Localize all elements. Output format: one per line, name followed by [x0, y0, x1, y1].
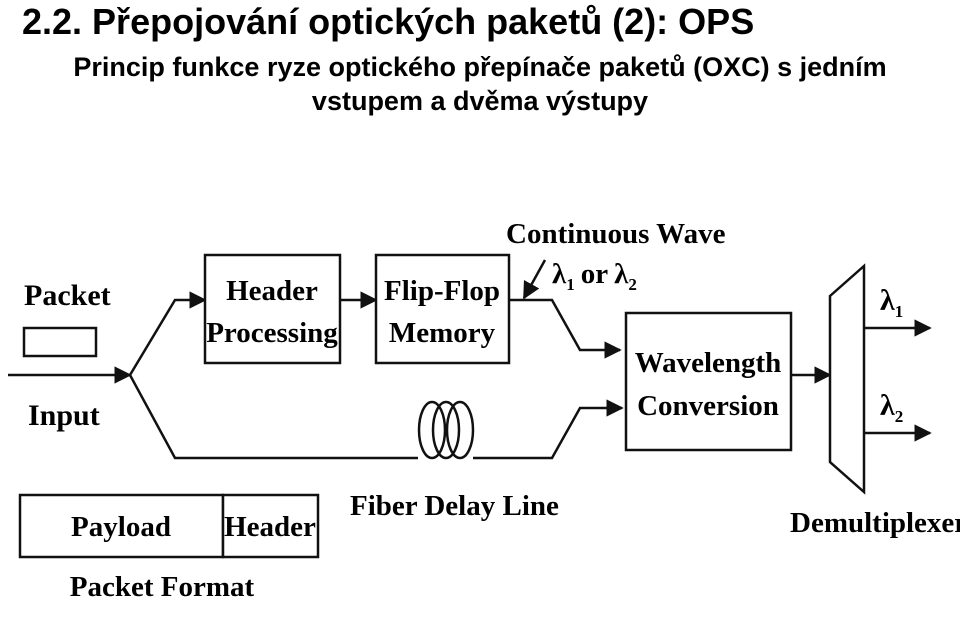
- subtitle-line-2: vstupem a dvěma výstupy: [311, 86, 649, 116]
- output-lambda2-subscript: 2: [895, 407, 904, 426]
- or-text: or: [581, 258, 609, 290]
- lambda1-subscript: 1: [566, 275, 575, 294]
- slide-title: 2.2. Přepojování optických paketů (2): O…: [22, 1, 755, 42]
- header-path-line: [128, 291, 207, 376]
- demultiplexer-label: Demultiplexer: [790, 507, 960, 539]
- slide-subtitle: Princip funkce ryze optického přepínače …: [0, 50, 960, 118]
- continuous-wave-pointer: [522, 259, 547, 300]
- flip-flop-label-1: Flip-Flop: [384, 275, 500, 307]
- packet-format-header-label: Header: [224, 511, 316, 543]
- packet-format-header-box: [221, 493, 320, 559]
- lambda2-subscript: 2: [628, 275, 637, 294]
- flip-flop-label-2: Memory: [389, 317, 496, 349]
- fiber-delay-line-label: Fiber Delay Line: [350, 490, 559, 522]
- lambda1-symbol: λ: [552, 258, 567, 290]
- packet-icon: [22, 326, 98, 358]
- input-label: Input: [28, 399, 100, 432]
- header-processing-label-2: Processing: [206, 317, 338, 349]
- output-lambda1-label: λ1: [880, 284, 903, 321]
- delayed-payload-line: [473, 399, 624, 460]
- flip-flop-memory-box: [374, 253, 511, 365]
- packet-format-payload-label: Payload: [71, 511, 171, 543]
- header-processing-label-1: Header: [226, 275, 318, 307]
- wavelength-conversion-label-1: Wavelength: [635, 347, 782, 379]
- lambda2-symbol: λ: [614, 258, 629, 290]
- output-lambda2-symbol: λ: [880, 389, 895, 422]
- continuous-wave-label: Continuous Wave: [506, 218, 726, 250]
- packet-label: Packet: [24, 279, 111, 312]
- payload-path-line: [128, 374, 418, 460]
- output-lambda2-label: λ2: [880, 389, 903, 426]
- demultiplexer-shape: [828, 263, 866, 495]
- output-lambda1-symbol: λ: [880, 284, 895, 317]
- header-processing-box: [203, 253, 342, 365]
- subtitle-line-1: Princip funkce ryze optického přepínače …: [73, 52, 887, 82]
- output-lambda1-subscript: 1: [895, 302, 904, 321]
- control-path-line: [509, 298, 622, 359]
- wavelength-conversion-box: [624, 311, 793, 452]
- fiber-delay-coil: [417, 400, 475, 460]
- packet-format-caption: Packet Format: [70, 571, 255, 603]
- wavelength-conversion-label-2: Conversion: [637, 390, 779, 422]
